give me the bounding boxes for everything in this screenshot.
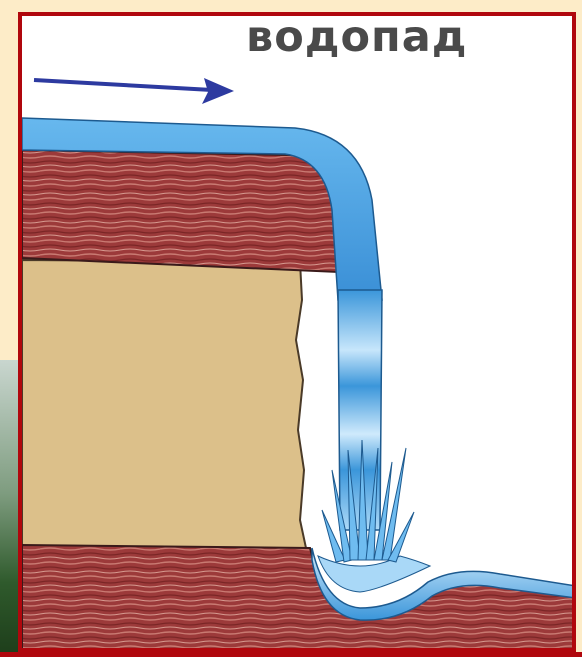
plunge-pool-surface bbox=[318, 556, 430, 592]
diagram-title: водопад bbox=[246, 16, 467, 59]
bottom-rock-layer bbox=[22, 545, 576, 650]
sandstone-layer bbox=[22, 260, 306, 548]
frame-bottom-edge bbox=[0, 652, 582, 657]
hard-rock-layer bbox=[22, 150, 338, 272]
